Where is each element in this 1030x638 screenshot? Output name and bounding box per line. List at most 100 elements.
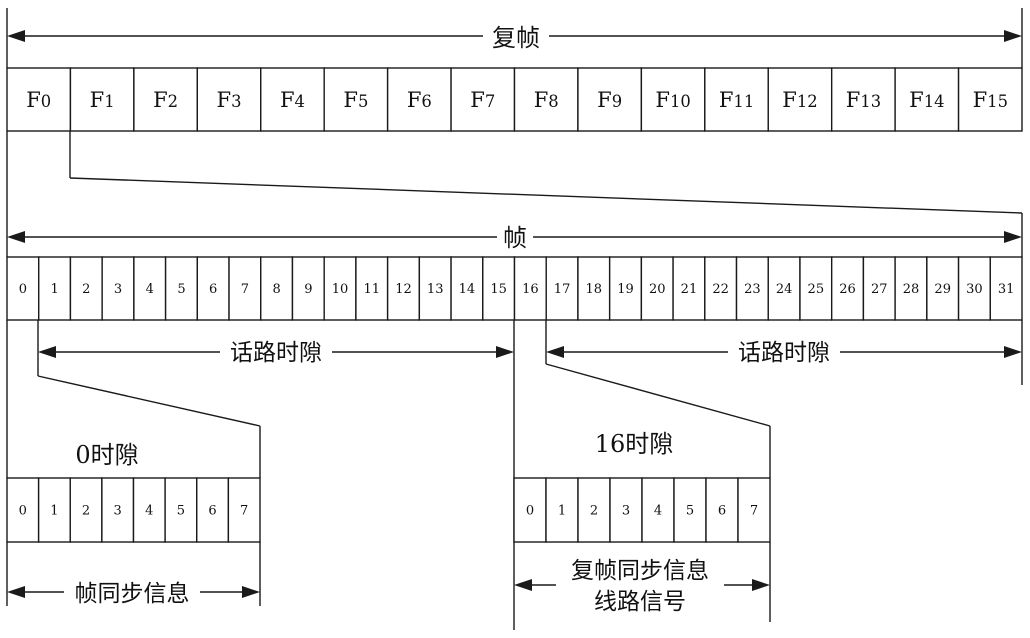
slot16-caption-line2: 线路信号 bbox=[594, 589, 686, 615]
arrow-right-icon bbox=[1004, 231, 1022, 243]
frame-dimension: 帧 bbox=[7, 222, 1022, 252]
frame-timeslot-cell-label: 21 bbox=[681, 282, 698, 297]
arrow-left-icon bbox=[546, 346, 564, 358]
slot0-bit-cell-label: 3 bbox=[114, 504, 122, 519]
multiframe-cell-label: F11 bbox=[719, 88, 754, 112]
multiframe-cell bbox=[767, 67, 833, 132]
frame-timeslot-cell bbox=[989, 256, 1023, 321]
frame-timeslot-cell-label: 4 bbox=[146, 282, 154, 297]
slot16-bit-cell bbox=[737, 477, 771, 543]
multiframe-cell bbox=[6, 67, 72, 132]
frame-timeslot-cell-label: 18 bbox=[586, 282, 603, 297]
slot0-bit-cell bbox=[227, 477, 261, 543]
frame-timeslot-cell bbox=[640, 256, 674, 321]
multiframe-cell-label: F2 bbox=[153, 88, 178, 112]
multiframe-cell bbox=[450, 67, 516, 132]
frame-timeslot-cell-label: 19 bbox=[617, 282, 634, 297]
voice-slots-right-dimension: 话路时隙 bbox=[546, 337, 1022, 367]
arrow-left-icon bbox=[7, 586, 25, 598]
slot0-title: 0时隙 bbox=[75, 441, 138, 469]
frame-timeslot-cell bbox=[513, 256, 547, 321]
zoom-lines-slot16 bbox=[513, 320, 771, 630]
multiframe-cell-label: F8 bbox=[534, 88, 559, 112]
multiframe-cell-label: F0 bbox=[26, 88, 51, 112]
frame-timeslot-cell-label: 13 bbox=[427, 282, 444, 297]
arrow-left-icon bbox=[7, 30, 25, 42]
zoom-lines-slot0 bbox=[6, 320, 261, 478]
frame-timeslot-cell bbox=[228, 256, 262, 321]
frame-timeslot-cell bbox=[926, 256, 960, 321]
frame-timeslot-cell-label: 6 bbox=[209, 282, 217, 297]
frame-timeslot-cell-label: 29 bbox=[934, 282, 951, 297]
slot16-bit-cell-label: 0 bbox=[526, 504, 534, 519]
frame-timeslot-cell-label: 16 bbox=[522, 282, 539, 297]
frame-timeslot-cell bbox=[577, 256, 611, 321]
multiframe-cell bbox=[704, 67, 769, 132]
slot0-bit-cell-label: 1 bbox=[50, 504, 58, 519]
slot16-bit-cell bbox=[513, 477, 547, 543]
frame-timeslot-cell-label: 7 bbox=[241, 282, 249, 297]
frame-timeslot-cell-label: 3 bbox=[114, 282, 122, 297]
multiframe-cell-label: F4 bbox=[280, 88, 305, 112]
frame-timeslot-cell bbox=[862, 256, 896, 321]
frame-timeslot-cell-label: 24 bbox=[776, 282, 793, 297]
multiframe-dimension: 复帧 bbox=[6, 8, 1023, 68]
frame-timeslot-cell bbox=[133, 256, 167, 321]
frame-timeslot-cell bbox=[291, 256, 325, 321]
multiframe-cell bbox=[260, 67, 325, 132]
frame-timeslot-cell bbox=[101, 256, 135, 321]
arrow-left-icon bbox=[38, 346, 56, 358]
slot0-bit-cell-label: 2 bbox=[82, 504, 90, 519]
multiframe-cell-label: F13 bbox=[846, 88, 881, 112]
frame-timeslot-cell-label: 9 bbox=[304, 282, 312, 297]
slot16-bit-cell bbox=[577, 477, 611, 543]
voice-slots-right-label: 话路时隙 bbox=[738, 340, 830, 366]
multiframe-cell-label: F12 bbox=[782, 88, 817, 112]
frame-timeslot-cell bbox=[323, 256, 357, 321]
voice-slots-left-label: 话路时隙 bbox=[230, 340, 322, 366]
slot0-caption-dimension: 帧同步信息 bbox=[6, 542, 261, 607]
zoom-lines-f1 bbox=[6, 131, 1023, 257]
frame-timeslot-cell-label: 31 bbox=[998, 282, 1015, 297]
slot16-bit-cell-label: 2 bbox=[590, 504, 598, 519]
slot16-caption-line1: 复帧同步信息 bbox=[571, 558, 709, 584]
arrow-left-icon bbox=[514, 579, 532, 591]
multiframe-cell bbox=[196, 67, 262, 132]
slot0-bit-cell-label: 7 bbox=[240, 504, 248, 519]
frame-timeslot-cell bbox=[260, 256, 294, 321]
multiframe-cell-label: F14 bbox=[909, 88, 944, 112]
frame-timeslot-cell-label: 15 bbox=[490, 282, 507, 297]
multiframe-label: 复帧 bbox=[492, 24, 540, 52]
multiframe-cell bbox=[577, 67, 643, 132]
frame-timeslot-cell-label: 27 bbox=[871, 282, 888, 297]
frame-label: 帧 bbox=[503, 224, 527, 252]
frame-timeslot-cell-label: 17 bbox=[554, 282, 571, 297]
frame-timeslot-cell bbox=[196, 256, 230, 321]
multiframe-cell-label: F9 bbox=[597, 88, 622, 112]
slot16-bit-cell-label: 4 bbox=[654, 504, 662, 519]
frame-timeslot-cell-label: 2 bbox=[82, 282, 90, 297]
multiframe-cell bbox=[957, 67, 1023, 132]
multiframe-cell bbox=[513, 67, 579, 132]
arrow-right-icon bbox=[1004, 346, 1022, 358]
frame-timeslot-cell-label: 30 bbox=[966, 282, 983, 297]
multiframe-cell bbox=[386, 67, 452, 132]
frame-timeslot-cell bbox=[545, 256, 579, 321]
frame-timeslot-cell-label: 22 bbox=[712, 282, 729, 297]
arrow-left-icon bbox=[7, 231, 25, 243]
multiframe-cell-label: F3 bbox=[217, 88, 242, 112]
frame-timeslot-cell-label: 20 bbox=[649, 282, 666, 297]
frame-timeslot-cell-label: 10 bbox=[332, 282, 349, 297]
slot16-bit-cell-label: 3 bbox=[622, 504, 630, 519]
slot0-bit-cell-label: 6 bbox=[208, 504, 216, 519]
slot0-bit-cell bbox=[6, 477, 40, 543]
slot16-title: 16时隙 bbox=[595, 430, 674, 458]
slot0-bit-cell-label: 5 bbox=[177, 504, 185, 519]
arrow-right-icon bbox=[242, 586, 260, 598]
frame-timeslot-cell-label: 28 bbox=[903, 282, 920, 297]
